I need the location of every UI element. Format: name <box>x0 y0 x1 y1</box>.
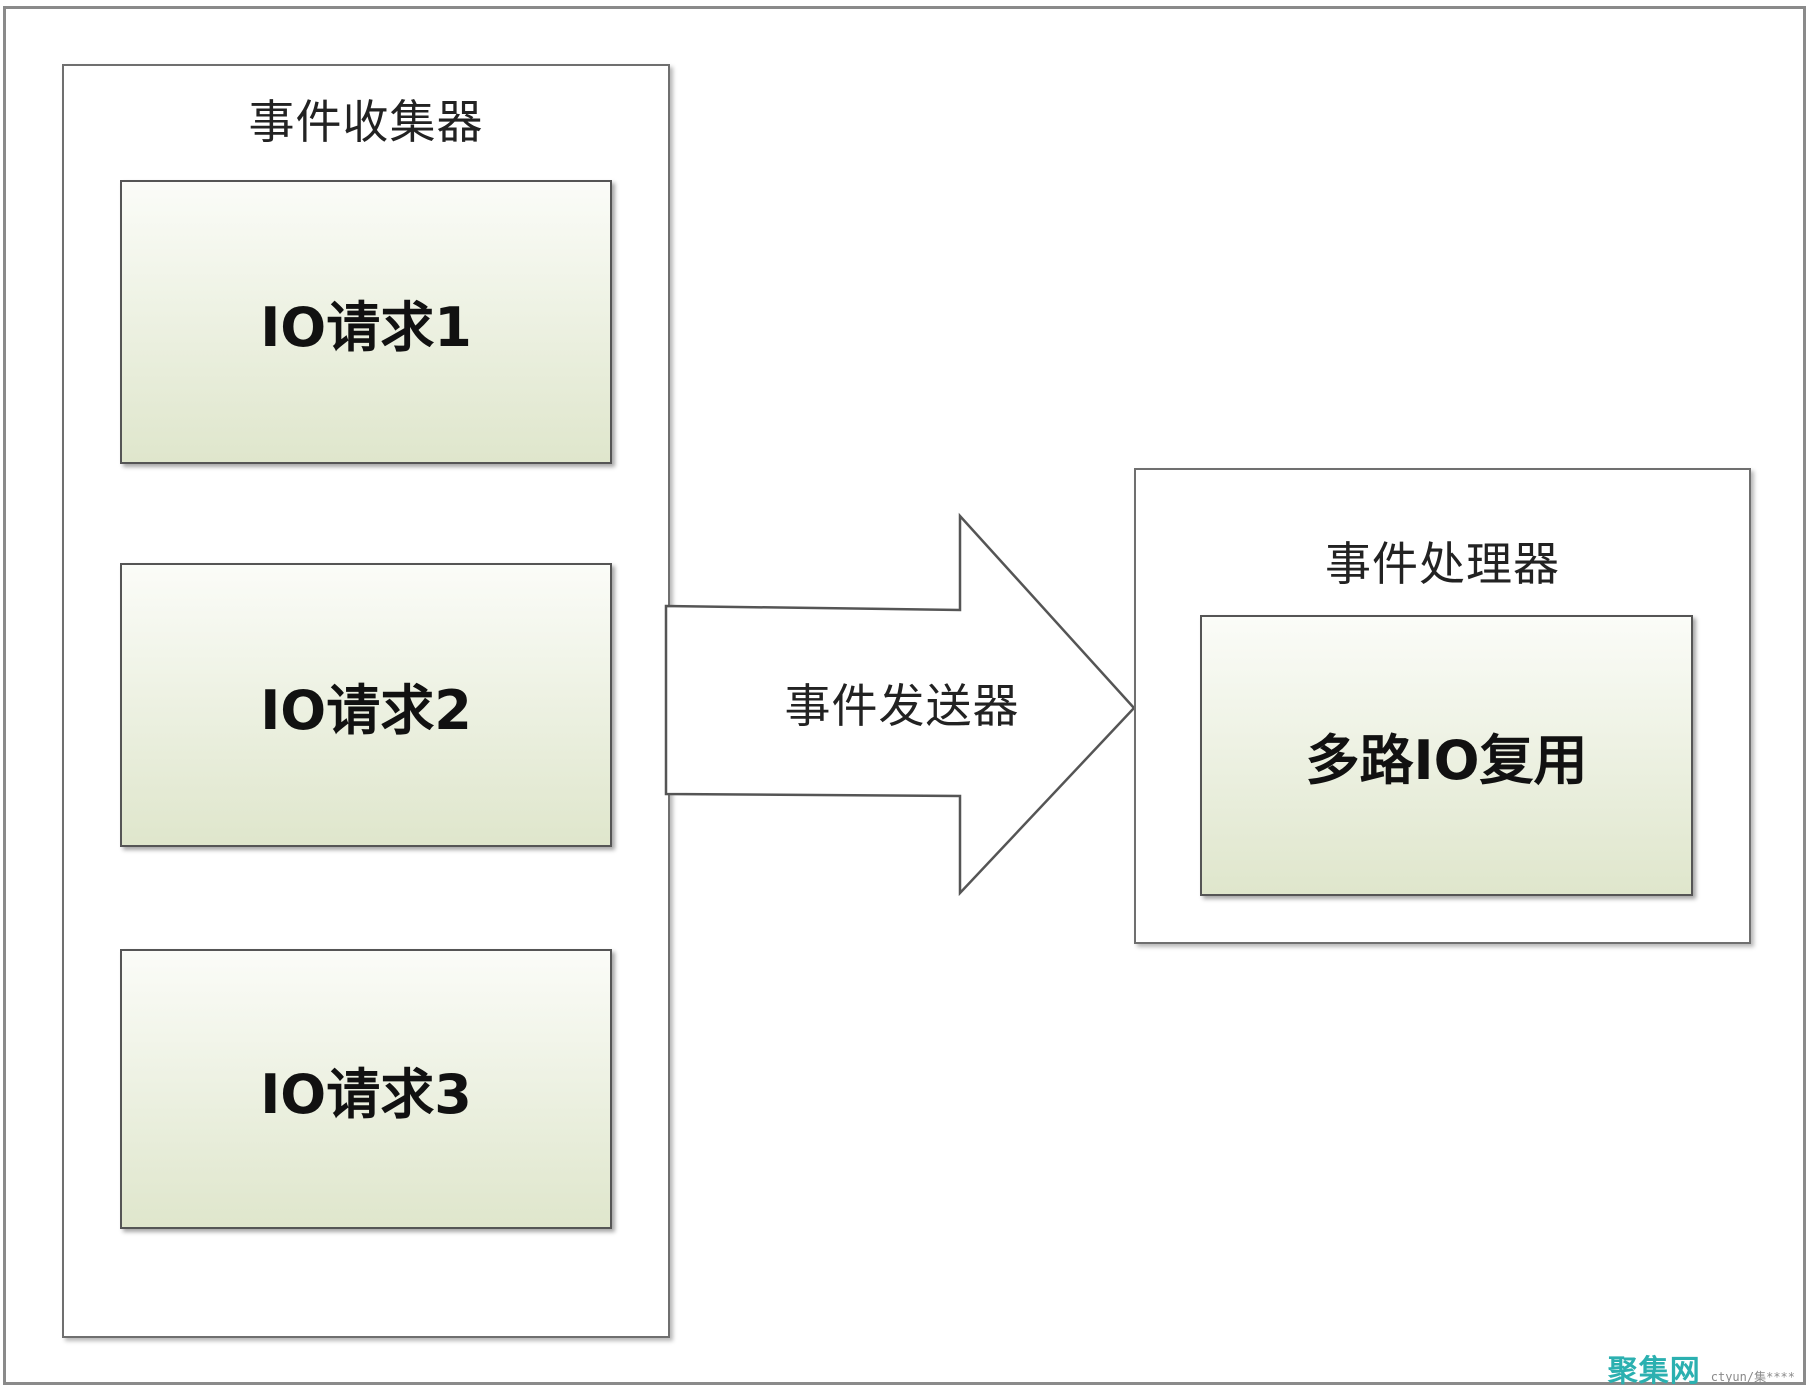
io-multiplexing-label: 多路IO复用 <box>1305 729 1588 792</box>
event-processor-title: 事件处理器 <box>1325 537 1560 591</box>
io-request-2-label: IO请求2 <box>260 678 472 742</box>
io-request-3-label: IO请求3 <box>260 1062 472 1126</box>
watermark-url: ctyun/集**** <box>1710 1370 1795 1384</box>
io-multiplexing-box: 多路IO复用 <box>1200 615 1693 896</box>
dispatch-arrow-shape <box>664 512 1136 897</box>
io-request-2-box: IO请求2 <box>120 563 612 847</box>
event-dispatcher-label: 事件发送器 <box>784 679 1020 733</box>
io-request-3-box: IO请求3 <box>120 949 612 1229</box>
dispatch-arrow <box>664 512 1136 897</box>
watermark-logo: 聚集网 <box>1607 1354 1701 1389</box>
io-request-1-box: IO请求1 <box>120 180 612 464</box>
event-collector-title: 事件收集器 <box>248 95 484 149</box>
watermark: 聚集网 ctyun/集**** <box>1608 1346 1795 1390</box>
io-request-1-label: IO请求1 <box>260 295 472 359</box>
